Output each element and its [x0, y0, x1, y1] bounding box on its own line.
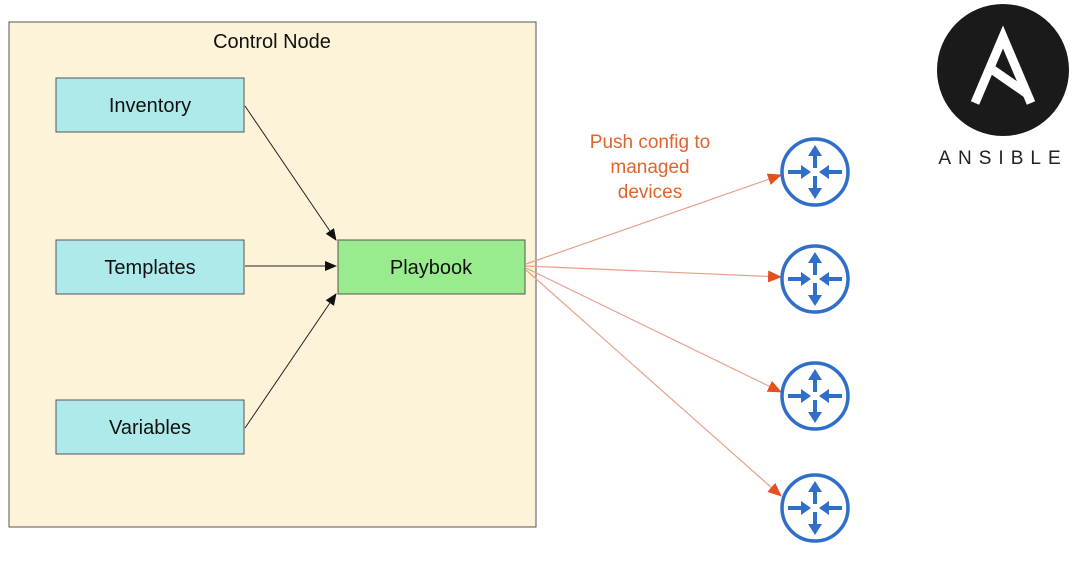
inventory-box: Inventory [55, 77, 245, 133]
push-label-line-1: Push config to [590, 132, 710, 153]
arrow-variables-to-playbook [244, 293, 337, 429]
push-arrow-device-1 [525, 173, 782, 265]
variables-label: Variables [109, 417, 191, 439]
control-node-title: Control Node [213, 31, 331, 53]
variables-box: Variables [55, 399, 245, 455]
router-icon [780, 473, 850, 543]
push-config-label: Push config to managed devices [590, 132, 710, 203]
templates-box: Templates [55, 239, 245, 295]
router-icon [780, 137, 850, 207]
ansible-brand-name: ANSIBLE [938, 148, 1067, 169]
router-icon [780, 244, 850, 314]
ansible-logo-icon [937, 4, 1069, 136]
arrow-inventory-to-playbook [244, 105, 337, 241]
push-label-line-2: managed [610, 157, 689, 178]
playbook-label: Playbook [390, 257, 473, 279]
templates-label: Templates [104, 257, 195, 279]
push-arrow-device-4 [525, 269, 782, 497]
ansible-logo: ANSIBLE [937, 4, 1069, 169]
inventory-label: Inventory [109, 95, 191, 117]
push-label-line-3: devices [618, 182, 682, 203]
playbook-box: Playbook [337, 239, 526, 295]
push-arrow-device-2 [525, 265, 782, 283]
ansible-logo-glyph [970, 25, 1036, 105]
push-arrow-device-3 [525, 267, 782, 393]
router-icon [780, 361, 850, 431]
